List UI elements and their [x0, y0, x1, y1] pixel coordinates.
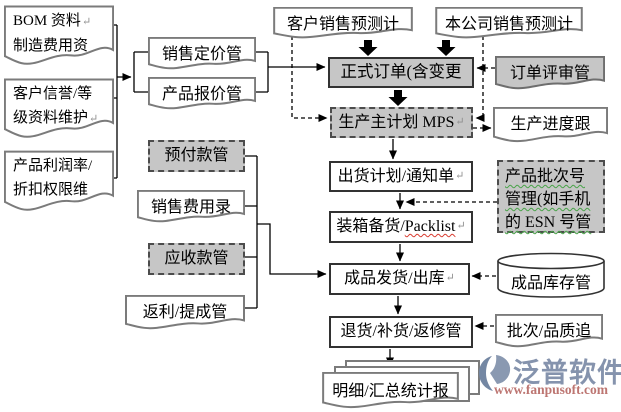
node-label: 退货/补货/返修管: [340, 323, 462, 340]
node-label: 正式订单(含变更: [340, 62, 462, 82]
node-label: 成品库存管: [510, 275, 591, 292]
brand-name: 泛普软件: [513, 358, 621, 388]
node-label: 销售定价管: [161, 46, 242, 63]
return-mark: ↵: [445, 272, 455, 285]
node-order-review: 订单评审管: [495, 56, 605, 90]
return-mark: ↵: [89, 113, 99, 125]
node-label-packlist: Packlist: [404, 218, 456, 235]
node-label: 的 ESN 号管: [505, 214, 592, 231]
node-label: 明细/汇总统计报: [332, 383, 449, 400]
node-customer-forecast: 客户销售预测计: [273, 7, 413, 39]
bracket-left-docs: [114, 24, 118, 179]
node-product-margin: 产品利润率/ 折扣权限维: [4, 150, 114, 213]
node-sales-expense: 销售费用录: [137, 190, 245, 223]
node-label: BOM 资料: [13, 13, 81, 29]
node-label: 应收款管: [164, 250, 229, 267]
node-label: 本公司销售预测计: [444, 16, 573, 33]
node-summary-report: 明细/汇总统计报: [322, 372, 459, 409]
node-label: 制造费用资: [13, 38, 89, 54]
node-packing-list: 装箱备货/Packlist↵: [329, 211, 473, 243]
arrow-comp-forecast-to-order: [436, 40, 456, 56]
node-production-progress: 生产进度跟: [493, 107, 608, 143]
node-rebate-commission: 返利/提成管: [125, 295, 245, 330]
arrow-cust-forecast-to-order: [358, 40, 378, 56]
bracket-pricing-right: [256, 51, 269, 93]
node-bom-data: BOM 资料↵ 制造费用资: [4, 5, 114, 67]
return-mark: ↵: [455, 169, 465, 182]
node-sales-pricing: 销售定价管: [148, 37, 256, 70]
node-label: 返利/提成管: [142, 304, 228, 321]
node-label: 生产主计划 MPS: [338, 113, 455, 131]
node-label: 管理(如手机: [505, 191, 591, 208]
brand-url: www.fanpusoft.com: [494, 382, 609, 397]
node-mps-master-plan: 生产主计划 MPS↵: [330, 107, 473, 138]
dashed-cust-forecast-to-mps: [291, 36, 328, 122]
return-mark: ↵: [456, 220, 466, 233]
node-label: 订单评审管: [509, 65, 590, 82]
node-label: 批次/品质追: [506, 323, 592, 340]
node-label: 销售费用录: [150, 199, 231, 216]
node-customer-credit: 客户信誉/等 级资料维护↵: [4, 78, 114, 140]
bracket-financial: [245, 155, 258, 309]
node-receivables: 应收款管: [148, 243, 245, 275]
node-label: 装箱备货/: [336, 218, 405, 235]
node-product-quote: 产品报价管: [148, 77, 256, 110]
node-shipping-plan: 出货计划/通知单↵: [329, 161, 473, 192]
node-label: 预付款管: [164, 147, 229, 164]
node-label: 生产进度跟: [510, 116, 591, 133]
node-batch-quality-trace: 批次/品质追: [495, 314, 603, 348]
return-mark: ↵: [455, 115, 465, 128]
node-label: 产品利润率/: [13, 158, 93, 174]
node-finished-goods-inventory: 成品库存管: [497, 252, 605, 298]
node-formal-order: 正式订单(含变更: [328, 57, 474, 88]
node-label: 出货计划/通知单: [337, 167, 455, 185]
node-prepayment: 预付款管: [148, 140, 245, 172]
node-label: 成品发货/出库: [344, 270, 445, 287]
fanpu-logo-icon: [479, 355, 511, 391]
node-returns-repair: 退货/补货/返修管: [329, 316, 473, 348]
node-batch-number-mgmt: 产品批次号 管理(如手机 的 ESN 号管: [497, 160, 605, 233]
arrow-order-to-mps: [388, 90, 408, 106]
dashed-comp-forecast-to-mps: [475, 36, 485, 122]
bracket-pricing-left: [133, 51, 148, 93]
return-mark: ↵: [81, 16, 92, 28]
node-delivery-outbound: 成品发货/出库↵: [329, 263, 470, 295]
node-label: 产品批次号: [505, 168, 586, 185]
arrow-financial-to-delivery: [257, 223, 327, 278]
node-label: 客户信誉/等: [13, 86, 93, 102]
fanpu-watermark: 泛普软件 www.fanpusoft.com: [477, 351, 621, 409]
node-company-forecast: 本公司销售预测计: [435, 7, 583, 39]
node-label: 折扣权限维: [13, 182, 89, 198]
node-label: 客户销售预测计: [286, 16, 399, 33]
node-label: 产品报价管: [161, 86, 242, 103]
node-label: 级资料维护: [13, 110, 89, 126]
